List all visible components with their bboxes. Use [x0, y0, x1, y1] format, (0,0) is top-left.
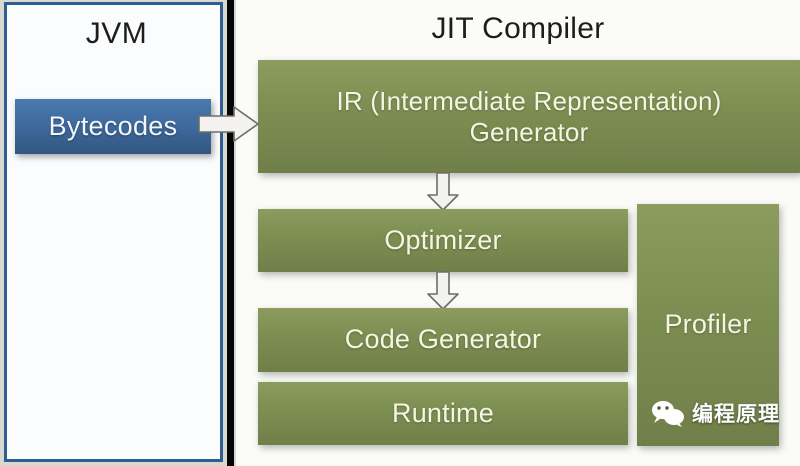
watermark: 编程原理 [651, 398, 780, 428]
bytecodes-label: Bytecodes [48, 111, 178, 141]
profiler-label: Profiler [664, 309, 752, 340]
ir-generator-label-line1: IR (Intermediate Representation) [336, 86, 722, 117]
jit-panel-title: JIT Compiler [431, 12, 605, 45]
arrow-optimizer-to-code-generator-icon [427, 271, 459, 310]
ir-generator-box: IR (Intermediate Representation) Generat… [258, 60, 800, 173]
optimizer-box: Optimizer [258, 209, 628, 272]
jit-compiler-panel: JIT Compiler IR (Intermediate Representa… [236, 0, 800, 466]
bytecodes-box: Bytecodes [15, 99, 211, 154]
runtime-label: Runtime [392, 397, 494, 428]
runtime-box: Runtime [258, 382, 628, 445]
wechat-icon [652, 401, 684, 427]
ir-generator-label-line2: Generator [469, 116, 589, 147]
ir-generator-label: IR (Intermediate Representation) Generat… [336, 86, 721, 147]
code-generator-box: Code Generator [258, 308, 628, 372]
arrow-ir-to-optimizer-icon [427, 172, 459, 211]
watermark-text: 编程原理 [692, 402, 780, 426]
optimizer-label: Optimizer [384, 224, 502, 255]
jvm-panel-title: JVM [85, 17, 148, 50]
jvm-panel: JVM Bytecodes [4, 2, 223, 462]
arrow-bytecodes-to-ir-icon [198, 106, 259, 142]
panel-divider [227, 0, 234, 466]
code-generator-label: Code Generator [344, 324, 542, 355]
